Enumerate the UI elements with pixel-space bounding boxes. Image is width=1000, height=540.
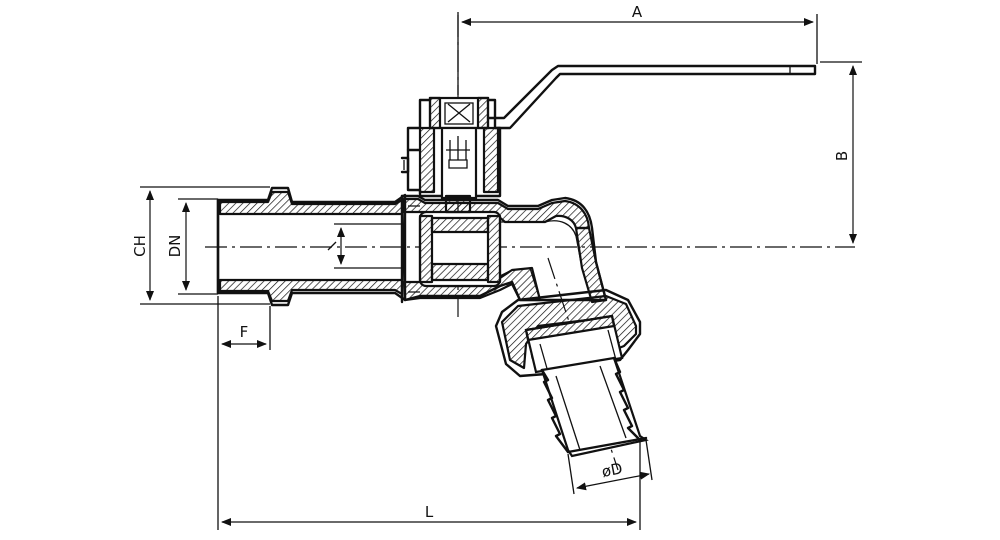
dimension-label-D: øD bbox=[600, 459, 624, 481]
dimension-label-F: F bbox=[240, 323, 249, 341]
lever-handle[interactable] bbox=[486, 64, 817, 130]
dimension-label-L: L bbox=[425, 503, 434, 521]
inlet-pipe bbox=[216, 186, 407, 307]
dimension-CH: CH bbox=[131, 186, 270, 305]
dimension-A: A bbox=[457, 3, 818, 95]
dimension-DN: DN bbox=[166, 198, 218, 295]
dimension-D: øD bbox=[567, 439, 653, 495]
dimension-F: F bbox=[217, 296, 271, 530]
dimension-inner-bore bbox=[327, 223, 405, 269]
center-lines bbox=[205, 15, 855, 471]
hose-tail bbox=[540, 356, 649, 458]
stem-assembly bbox=[400, 96, 502, 214]
dimension-label-B: B bbox=[833, 151, 851, 161]
valve-body bbox=[400, 194, 608, 304]
dimension-B: B bbox=[820, 61, 862, 244]
dimension-label-A: A bbox=[632, 3, 643, 21]
dimension-label-DN: DN bbox=[166, 235, 184, 258]
dimension-label-CH: CH bbox=[131, 235, 149, 257]
outlet-assembly bbox=[494, 288, 642, 378]
